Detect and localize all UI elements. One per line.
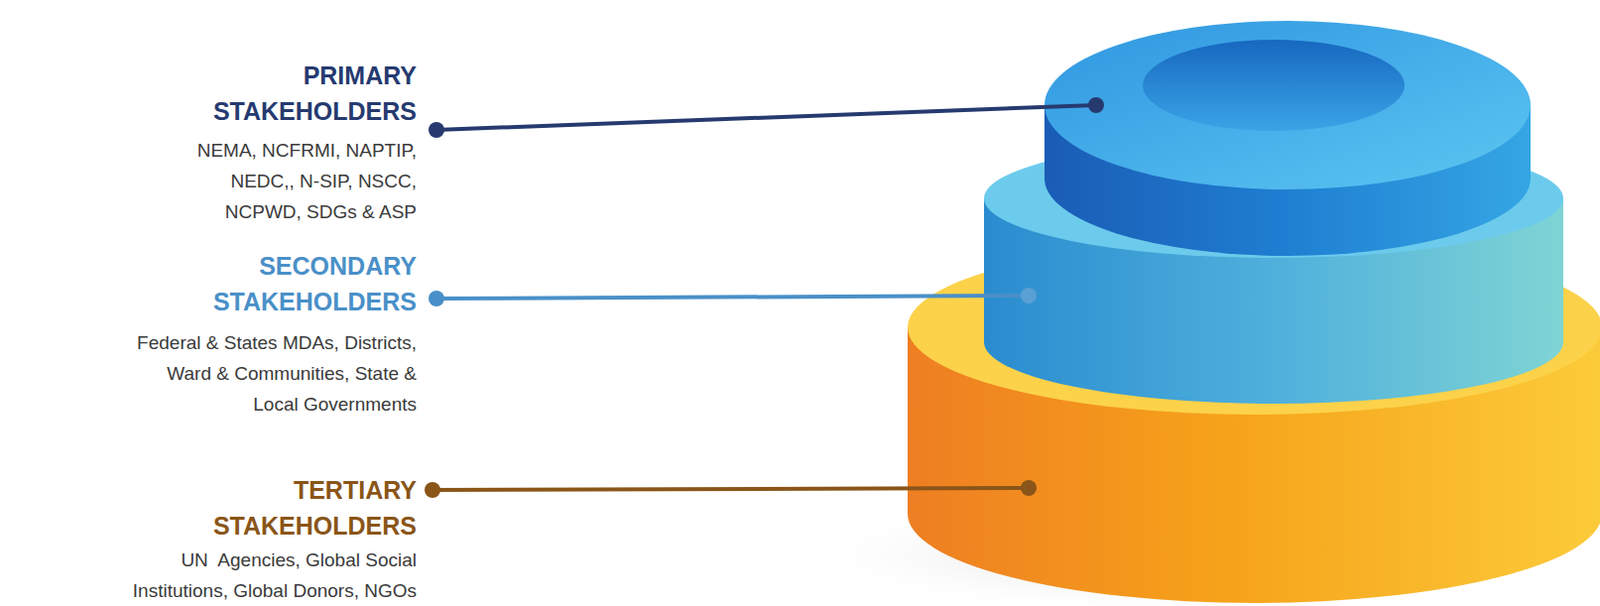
leader-dot bbox=[1020, 287, 1037, 304]
group-heading: PRIMARY STAKEHOLDERS bbox=[198, 57, 417, 129]
group-members: Federal & States MDAs, Districts, Ward &… bbox=[133, 327, 417, 420]
group-heading: SECONDARY STAKEHOLDERS bbox=[178, 247, 417, 320]
primary-tier-hole bbox=[1142, 39, 1405, 131]
leader-dot bbox=[424, 482, 441, 498]
leader-line bbox=[432, 488, 1029, 491]
leader-line bbox=[436, 295, 1029, 299]
group-heading: TERTIARY STAKEHOLDERS bbox=[198, 472, 417, 544]
primary-tier-top bbox=[1044, 20, 1531, 190]
leader-line bbox=[436, 105, 1097, 130]
leader-dot bbox=[428, 122, 445, 138]
group-members: UN Agencies, Global Social Institutions,… bbox=[104, 544, 417, 606]
leader-dot bbox=[1020, 480, 1037, 496]
leader-dot bbox=[428, 290, 445, 307]
leader-dot bbox=[1088, 97, 1105, 114]
group-members: NEMA, NCFRMI, NAPTIP, NEDC,, N-SIP, NSCC… bbox=[163, 134, 417, 228]
